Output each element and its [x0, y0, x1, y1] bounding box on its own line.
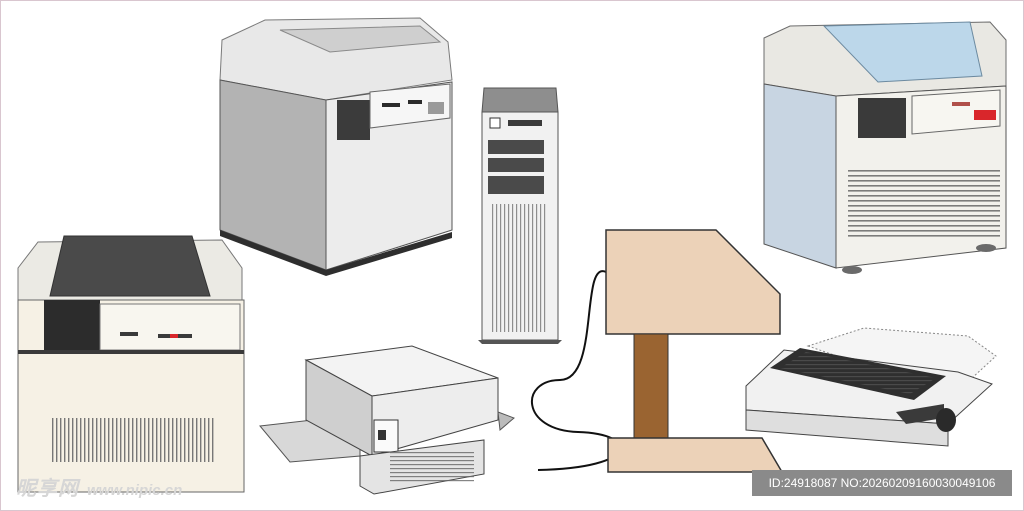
tower-computer — [478, 87, 562, 344]
watermark-id-text: ID:24918087 NO:20260209160030049106 — [768, 476, 996, 490]
watermark-left: 昵享网 www.nipic.cn — [16, 472, 182, 501]
watermark-id-bar: ID:24918087 NO:20260209160030049106 — [752, 470, 1012, 496]
watermark-logo: 昵享网 — [16, 478, 79, 500]
dot-matrix-printer — [745, 327, 997, 447]
laser-printer — [259, 345, 515, 495]
blue-cabinet-computer — [763, 21, 1007, 274]
cream-cabinet-computer — [17, 235, 245, 493]
terminal-stand — [530, 229, 784, 473]
gray-cabinet-computer — [219, 17, 453, 276]
watermark-url: www.nipic.cn — [87, 482, 183, 499]
